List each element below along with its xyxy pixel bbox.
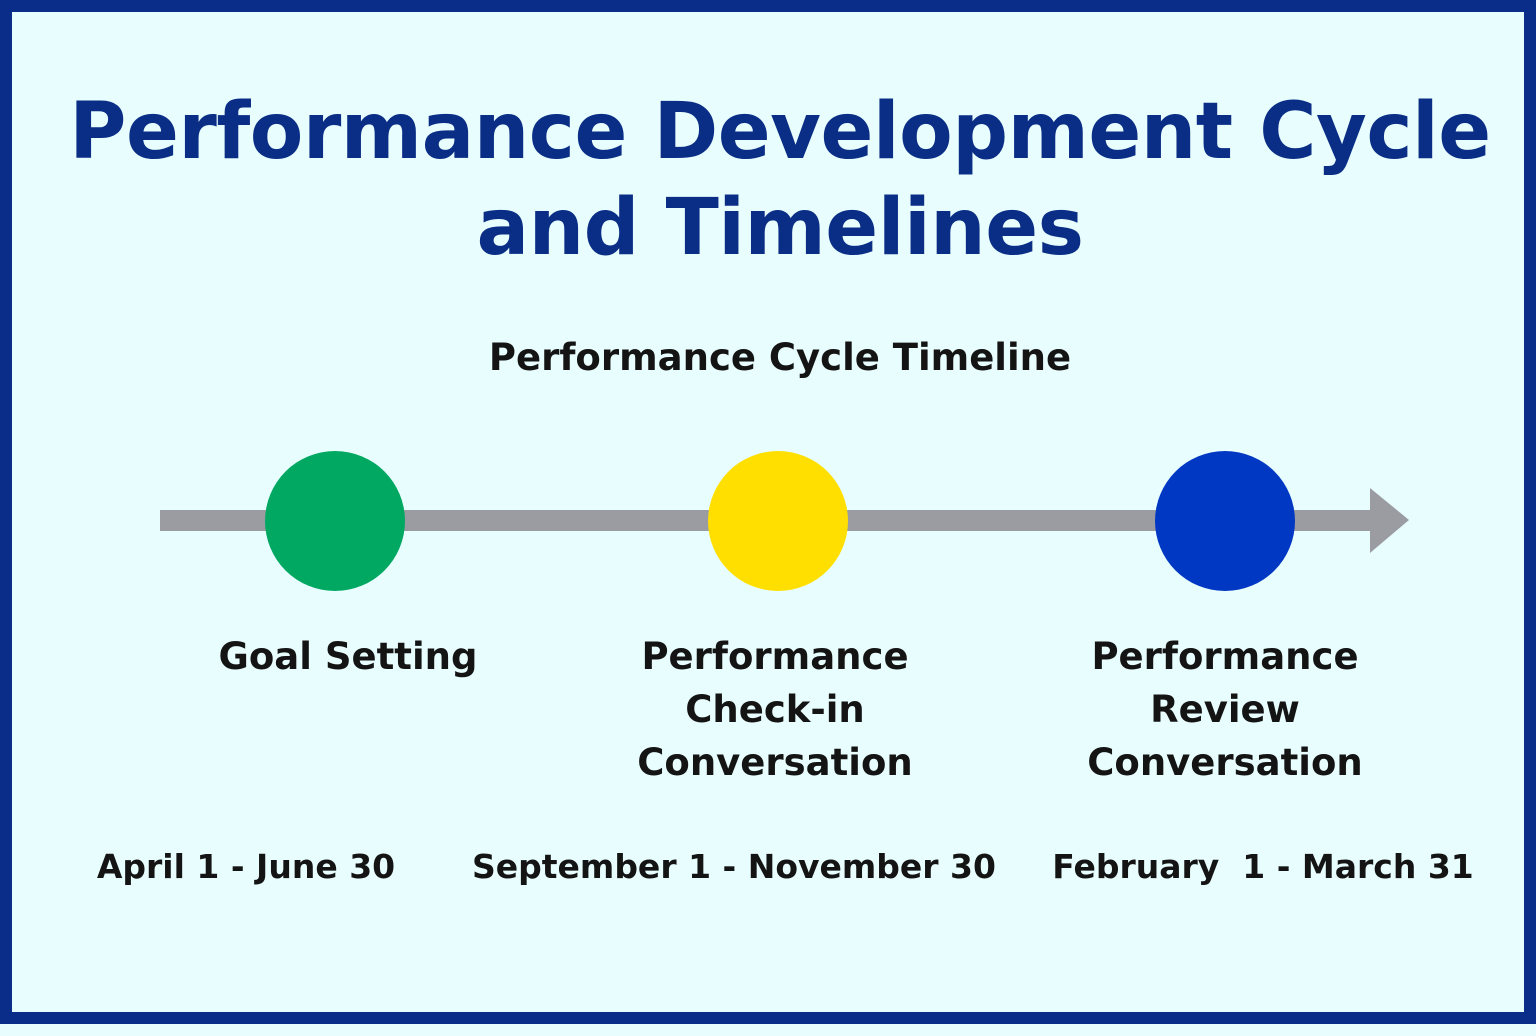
timeline-arrow-shaft xyxy=(160,510,1372,531)
stage-marker-goal-setting xyxy=(265,451,405,591)
stage-dates-check-in: September 1 - November 30 xyxy=(472,847,996,886)
stage-marker-check-in xyxy=(708,451,848,591)
stage-label-goal-setting: Goal Setting xyxy=(218,635,478,678)
stage-label-check-in: Performance Check-in Conversation xyxy=(637,635,913,784)
stage-marker-review xyxy=(1155,451,1295,591)
page-title: Performance Development Cycle and Timeli… xyxy=(69,87,1491,273)
timeline-subtitle: Performance Cycle Timeline xyxy=(488,336,1072,379)
stage-dates-goal-setting: April 1 - June 30 xyxy=(96,847,396,886)
stage-label-review: Performance Review Conversation xyxy=(1087,635,1363,784)
timeline-arrow-head xyxy=(1370,488,1409,553)
stage-dates-review: February 1 - March 31 xyxy=(1052,847,1474,886)
